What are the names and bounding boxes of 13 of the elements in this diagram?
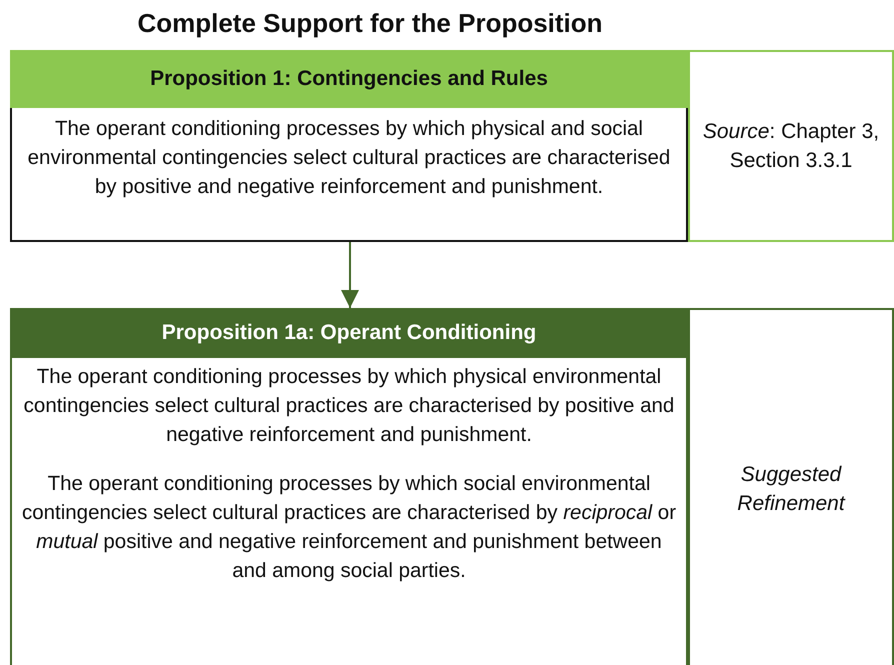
source-text: Source: Chapter 3, Section 3.3.1 <box>702 119 880 174</box>
note-text: Suggested Refinement <box>736 462 846 517</box>
heading-bar: Proposition 1a: Operant Conditioning <box>10 308 688 358</box>
body-text: The operant conditioning processes by which physical and social environmental contingencies select cultural practices are characterised by positive and negative reinforcement and punishment. <box>26 116 672 200</box>
refinement-box <box>688 308 894 665</box>
proposition-box <box>10 50 688 242</box>
source-box <box>688 50 894 242</box>
proposition-box <box>10 308 688 665</box>
diagram-title: Complete Support for the Proposition <box>136 8 604 39</box>
heading-bar: Proposition 1: Contingencies and Rules <box>10 50 688 108</box>
arrow <box>341 242 359 308</box>
body-text: The operant conditioning processes by which social environmental contingencies select cultural practices are characterised by reciprocal or mutual positive and negative reinforcement and punishment between and among social parties. <box>20 471 678 584</box>
body-text: The operant conditioning processes by which physical environmental contingencies select cultural practices are characterised by positive and negative reinforcement and punishment. <box>22 364 676 448</box>
